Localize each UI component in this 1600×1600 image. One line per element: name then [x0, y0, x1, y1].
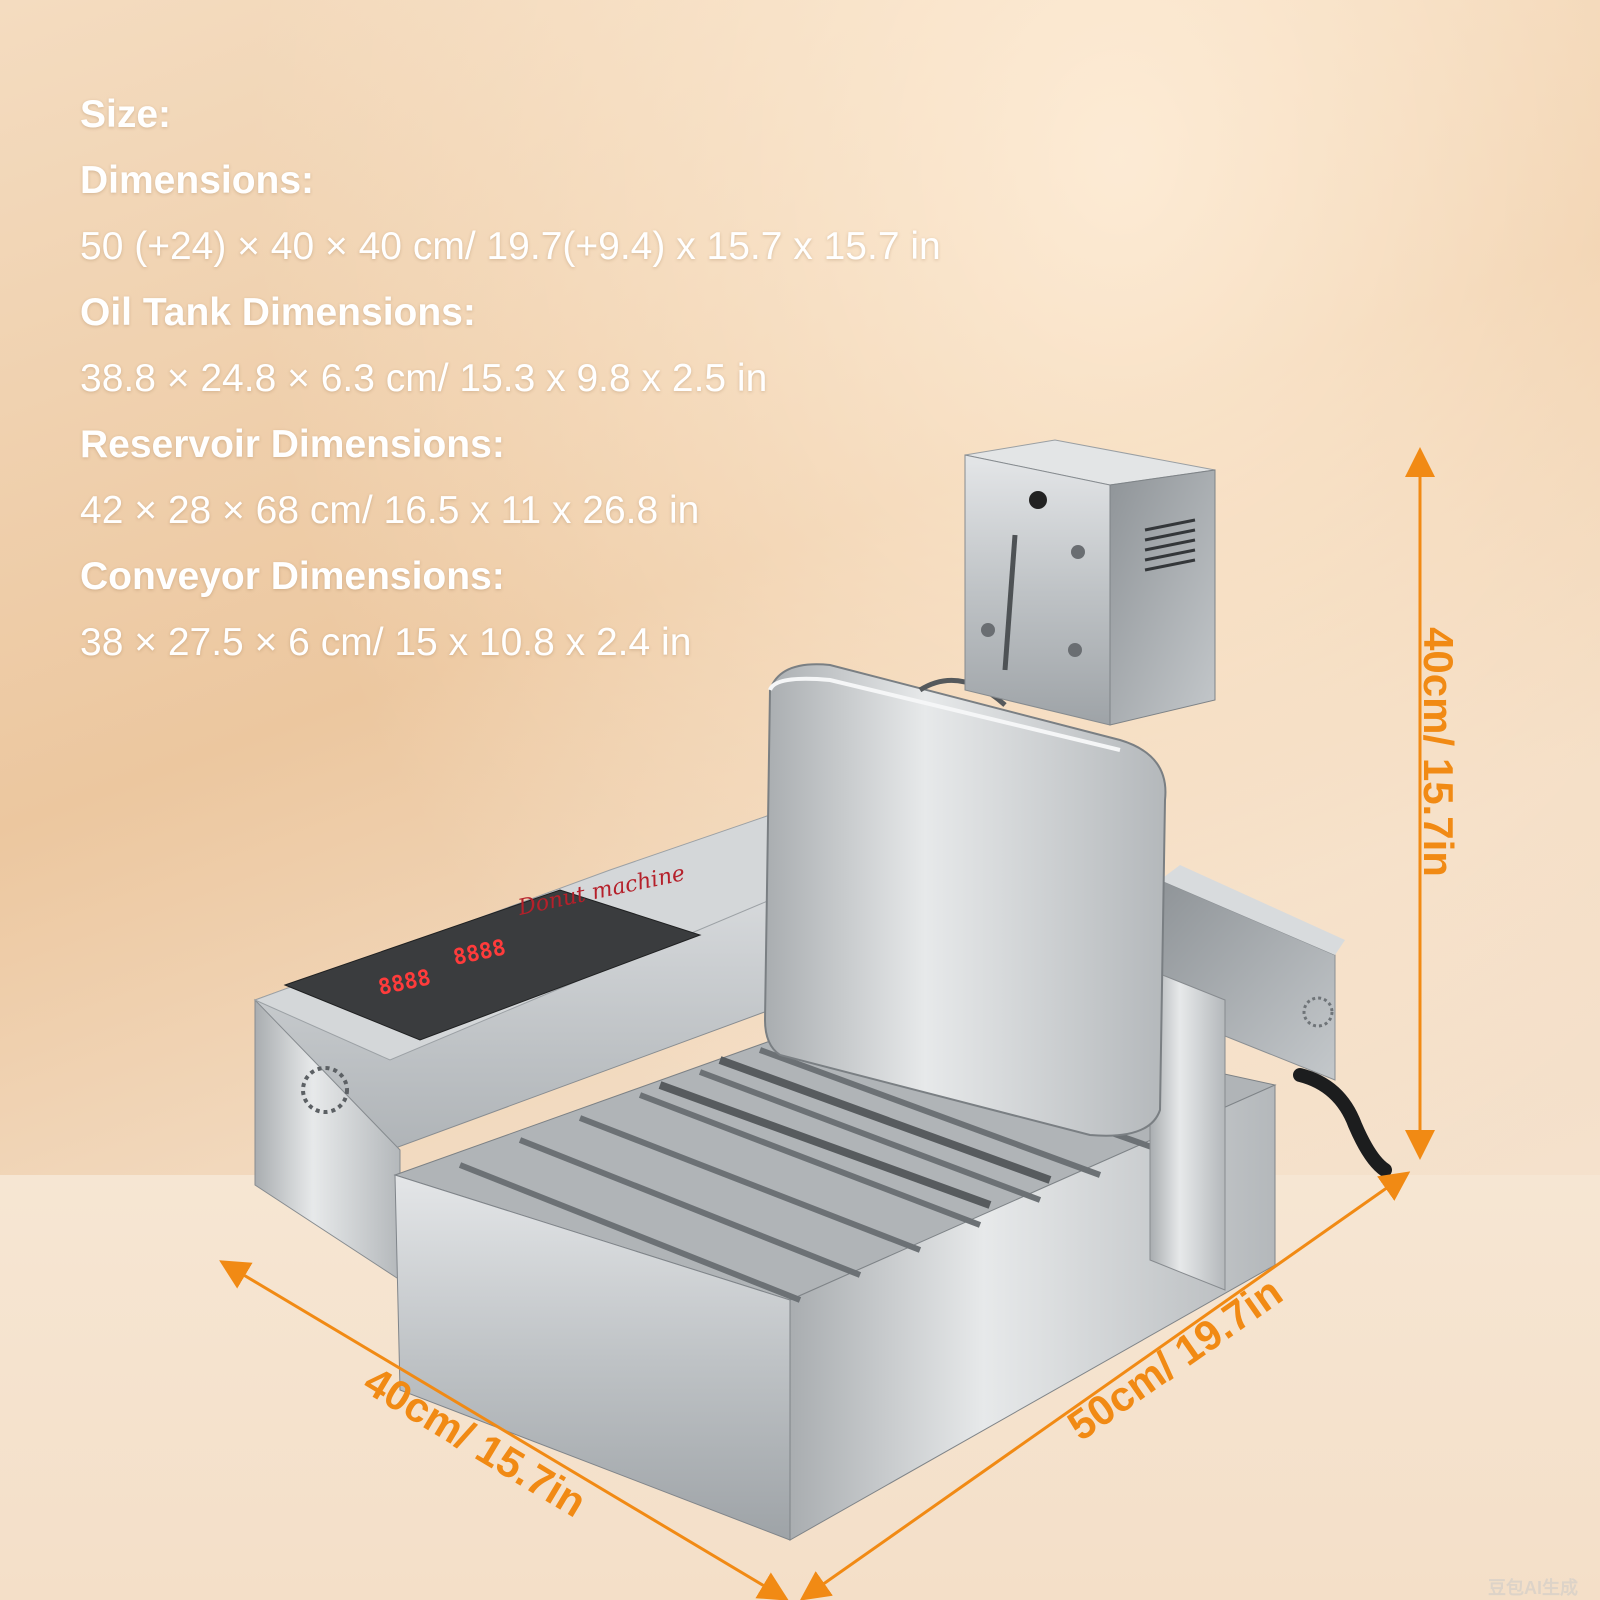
plunger-rod [1002, 534, 1018, 671]
oil-tank-value: 38.8 × 24.8 × 6.3 cm/ 15.3 x 9.8 x 2.5 i… [80, 357, 768, 400]
power-cable [1293, 1068, 1392, 1177]
width-arrow [799, 1171, 1411, 1600]
dimensions-heading: Dimensions: [80, 159, 315, 202]
conveyor-value: 38 × 27.5 × 6 cm/ 15 x 10.8 x 2.4 in [80, 621, 692, 664]
spec-text-block: Size: Dimensions: 50 (+24) × 40 × 40 cm/… [80, 82, 1080, 676]
plunger-motor-box [964, 439, 1216, 726]
oil-tank-heading: Oil Tank Dimensions: [80, 291, 476, 334]
watermark-text: 豆包AI生成 [1488, 1578, 1578, 1598]
reservoir-value: 42 × 28 × 68 cm/ 16.5 x 11 x 26.8 in [80, 489, 700, 532]
depth-arrow [219, 1260, 789, 1600]
height-label: 40cm/ 15.7in [1415, 627, 1462, 877]
conveyor-heading: Conveyor Dimensions: [80, 555, 505, 598]
vent-grille-left [301, 1066, 349, 1114]
vent-grille-right [1302, 996, 1334, 1028]
size-heading: Size: [80, 93, 172, 136]
reservoir-heading: Reservoir Dimensions: [80, 423, 505, 466]
vent-slots-motor [1144, 518, 1196, 572]
batter-hopper [763, 663, 1167, 1137]
dimensions-value: 50 (+24) × 40 × 40 cm/ 19.7(+9.4) x 15.7… [80, 225, 941, 268]
switch-knob [1029, 491, 1047, 509]
